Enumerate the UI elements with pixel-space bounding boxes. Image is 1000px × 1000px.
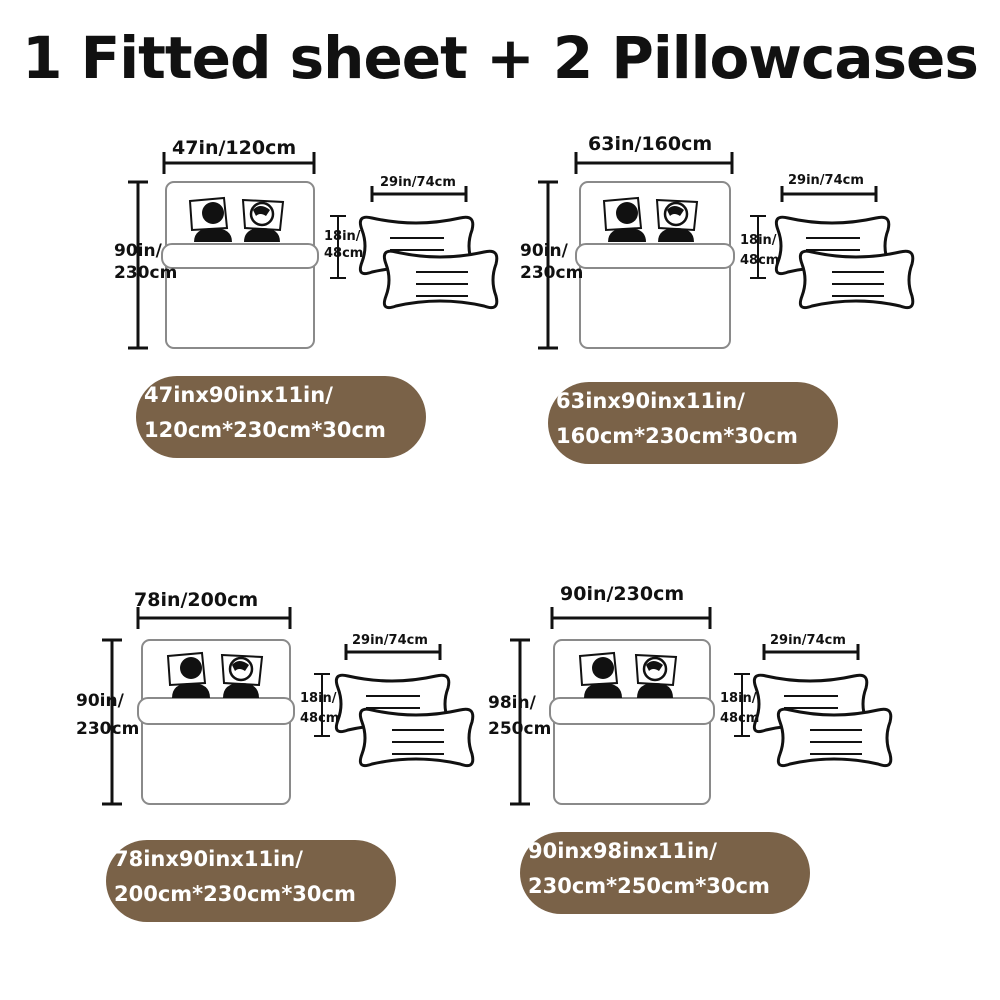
pillow-icon [776,707,893,768]
width-dimension-line [574,152,734,174]
pillow-height-label-2: 48cm [740,253,780,268]
size-badge: 78inx90inx11in/ 200cm*230cm*30cm [106,840,396,922]
person-icon [634,653,678,698]
height-dimension-line [538,180,558,350]
person-icon [220,653,264,698]
height-dimension-line [128,180,148,350]
size-panel-king: 90in/230cm 98in/ 250cm 29in/74cm 18in/ 4… [488,583,910,920]
size-line-1: 90inx98inx11in/ [528,839,717,863]
size-line-2: 230cm*250cm*30cm [528,874,770,898]
size-panel-full: 63in/160cm 90in/ 230cm 29in/74cm 18in/ 4… [520,130,940,464]
pillow-width-label: 29in/74cm [380,175,456,190]
bed-diagram [510,607,893,806]
pillow-width-dimension-line [344,644,442,660]
person-icon [188,196,232,242]
bed-diagram [128,152,499,350]
bed-diagram [102,607,475,806]
size-line-2: 120cm*230cm*30cm [144,418,386,442]
person-icon [655,198,699,242]
sheet-width-label: 47in/120cm [172,137,297,159]
sheet-height-label-2: 250cm [488,719,552,739]
sheet-height-label-2: 230cm [76,719,140,739]
pillow-height-label-2: 48cm [324,246,364,261]
width-dimension-line [550,607,712,629]
pillow-height-label-1: 18in/ [740,233,777,248]
height-dimension-line [102,638,122,806]
pillow-width-dimension-line [762,644,860,660]
pillow-height-label-1: 18in/ [324,229,361,244]
size-line-1: 63inx90inx11in/ [556,389,745,413]
sheet-fold-icon [161,243,319,269]
person-icon [241,198,285,242]
pillow-width-dimension-line [780,186,878,202]
size-badge: 63inx90inx11in/ 160cm*230cm*30cm [548,382,838,464]
sheet-height-label-1: 90in/ [520,241,568,261]
sheet-width-label: 90in/230cm [560,583,685,605]
pillow-width-label: 29in/74cm [352,633,428,648]
pillow-height-label-1: 18in/ [720,691,757,706]
sheet-width-label: 63in/160cm [588,133,713,155]
pillow-height-dimension-line [330,215,346,279]
sheet-width-label: 78in/200cm [134,589,259,611]
size-panel-twin: 47in/120cm 90in/ 230cm 29in/74cm 18in/ 4… [110,130,530,460]
size-line-1: 78inx90inx11in/ [114,847,303,871]
size-line-2: 160cm*230cm*30cm [556,424,798,448]
sheet-fold-icon [549,697,715,725]
pillow-height-label-2: 48cm [300,711,340,726]
width-dimension-line [136,607,292,629]
sheet-height-label-1: 90in/ [76,691,124,711]
bed-diagram [538,152,915,350]
person-icon [166,651,210,698]
size-line-1: 47inx90inx11in/ [144,383,333,407]
sheet-height-label-1: 90in/ [114,241,162,261]
sheet-height-label-1: 98in/ [488,693,536,713]
sheet-height-label-2: 230cm [114,263,178,283]
page-title: 1 Fitted sheet + 2 Pillowcases [22,24,979,92]
width-dimension-line [162,152,316,174]
pillow-height-label-2: 48cm [720,711,760,726]
person-icon [578,651,622,698]
pillow-icon [358,707,475,768]
pillow-height-label-1: 18in/ [300,691,337,706]
sheet-fold-icon [575,243,735,269]
pillow-width-label: 29in/74cm [788,173,864,188]
height-dimension-line [510,638,530,806]
size-line-2: 200cm*230cm*30cm [114,882,356,906]
pillow-width-label: 29in/74cm [770,633,846,648]
pillow-icon [382,249,499,310]
size-badge: 90inx98inx11in/ 230cm*250cm*30cm [520,832,810,914]
pillow-icon [798,249,915,310]
pillow-height-dimension-line [734,673,750,737]
size-panel-queen: 78in/200cm 90in/ 230cm 29in/74cm 18in/ 4… [76,589,496,922]
sheet-height-label-2: 230cm [520,263,584,283]
pillow-height-dimension-line [314,673,330,737]
pillow-width-dimension-line [370,186,468,202]
person-icon [602,196,646,242]
size-badge: 47inx90inx11in/ 120cm*230cm*30cm [136,376,426,458]
pillow-height-dimension-line [750,215,766,279]
sheet-fold-icon [137,697,295,725]
